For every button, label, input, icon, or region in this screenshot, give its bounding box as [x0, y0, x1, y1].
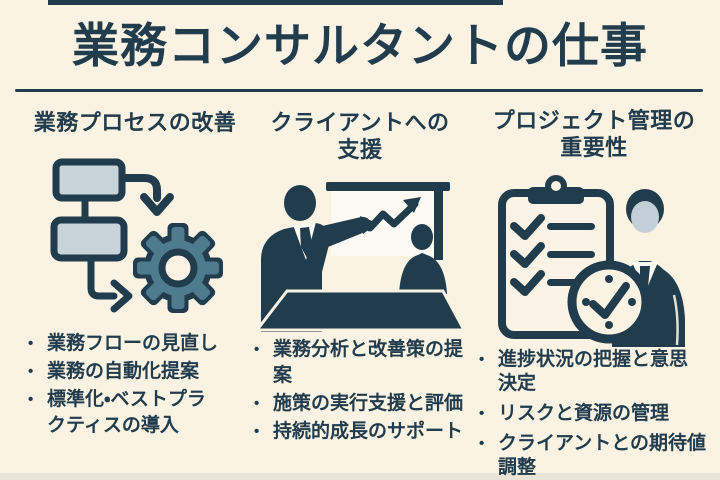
bullet-marker: •: [479, 351, 485, 368]
list-item: • クライアントとの期待値 調整: [479, 432, 713, 480]
bullet-marker: •: [28, 363, 34, 380]
list-item: • 持続的成長のサポート: [254, 419, 472, 445]
bullet-text: リスクと資源の管理: [498, 403, 670, 424]
clipboard-clock-consultant-icon-svg: [498, 175, 685, 347]
bullet-text: 進捗状況の把握と意思 決定: [498, 349, 689, 394]
presentation-meeting-icon: [256, 176, 464, 332]
column-heading-process-improvement: 業務プロセスの改善: [33, 110, 237, 135]
bullet-text: 施策の実行支援と評価: [273, 393, 464, 414]
column-heading-client-support: クライアントへの 支援: [270, 110, 450, 162]
list-item: • 進捗状況の把握と意思 決定: [479, 348, 713, 396]
bullet-text: 標準化・ベストプラ クティスの導入: [47, 389, 206, 436]
bullet-text: クライアントとの期待値 調整: [498, 433, 707, 478]
list-item: • 標準化・ベストプラ クティスの導入: [28, 387, 240, 439]
flowchart-gear-icon-svg: [50, 158, 223, 313]
bullet-marker: •: [254, 423, 260, 440]
bullet-marker: •: [254, 341, 260, 358]
bullet-marker: •: [254, 395, 260, 412]
list-item: • 業務の自動化提案: [28, 359, 240, 385]
bullet-marker: •: [28, 391, 34, 408]
bottom-shade: [0, 473, 720, 480]
page-title: 業務コンサルタントの仕事: [72, 19, 648, 72]
top-accent-bar: [48, 0, 503, 5]
clipboard-clock-consultant-icon: [483, 175, 710, 347]
bullet-text: 業務フローの見直し: [47, 333, 219, 354]
list-item: • 施策の実行支援と評価: [254, 391, 472, 417]
bullet-marker: •: [28, 335, 34, 352]
bullet-list-project-management: • 進捗状況の把握と意思 決定 • リスクと資源の管理 • クライアントとの期待値 調…: [479, 348, 713, 480]
list-item: • 業務フローの見直し: [28, 331, 240, 357]
bullet-marker: •: [479, 405, 485, 422]
list-item: • リスクと資源の管理: [479, 402, 713, 426]
flowchart-gear-icon: [30, 156, 235, 328]
bullet-text: 持続的成長のサポート: [273, 421, 464, 442]
bullet-list-process-improvement: • 業務フローの見直し • 業務の自動化提案 • 標準化・ベストプラ クティスの導入: [28, 331, 240, 439]
title-divider: [15, 89, 703, 92]
bullet-marker: •: [479, 435, 485, 452]
list-item: • 業務分析と改善策の提案: [254, 337, 472, 389]
bullet-text: 業務分析と改善策の提案: [273, 339, 464, 386]
bullet-list-client-support: • 業務分析と改善策の提案 • 施策の実行支援と評価 • 持続的成長のサポート: [254, 337, 472, 445]
bullet-text: 業務の自動化提案: [47, 361, 200, 382]
column-heading-project-management: プロジェクト管理の 重要性: [492, 108, 696, 160]
presentation-meeting-icon-svg: [256, 182, 464, 332]
